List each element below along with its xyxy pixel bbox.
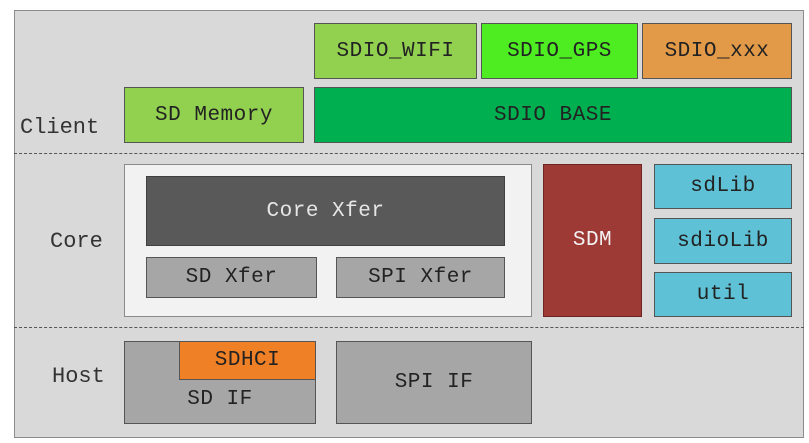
spi-if-box: SPI IF bbox=[336, 341, 532, 424]
sdiolib-box: sdioLib bbox=[654, 218, 792, 264]
core-host-divider bbox=[14, 327, 804, 328]
core-xfer-box: Core Xfer bbox=[146, 176, 505, 246]
client-core-divider bbox=[14, 153, 804, 154]
util-box: util bbox=[654, 272, 792, 317]
sdio-base-box: SDIO BASE bbox=[314, 87, 792, 143]
sdio-xxx-box: SDIO_xxx bbox=[642, 23, 792, 79]
sdm-box: SDM bbox=[543, 164, 642, 317]
sdhci-box: SDHCI bbox=[179, 341, 316, 380]
sdio-wifi-box: SDIO_WIFI bbox=[314, 23, 477, 79]
sd-memory-box: SD Memory bbox=[124, 87, 304, 143]
layer-label-client: Client bbox=[20, 115, 100, 140]
sd-xfer-box: SD Xfer bbox=[146, 257, 317, 298]
sdio-gps-box: SDIO_GPS bbox=[481, 23, 638, 79]
spi-xfer-box: SPI Xfer bbox=[336, 257, 505, 298]
layer-label-core: Core bbox=[50, 229, 103, 254]
sdlib-box: sdLib bbox=[654, 164, 792, 209]
layer-label-host: Host bbox=[52, 364, 105, 389]
sd-if-label: SD IF bbox=[187, 388, 253, 411]
